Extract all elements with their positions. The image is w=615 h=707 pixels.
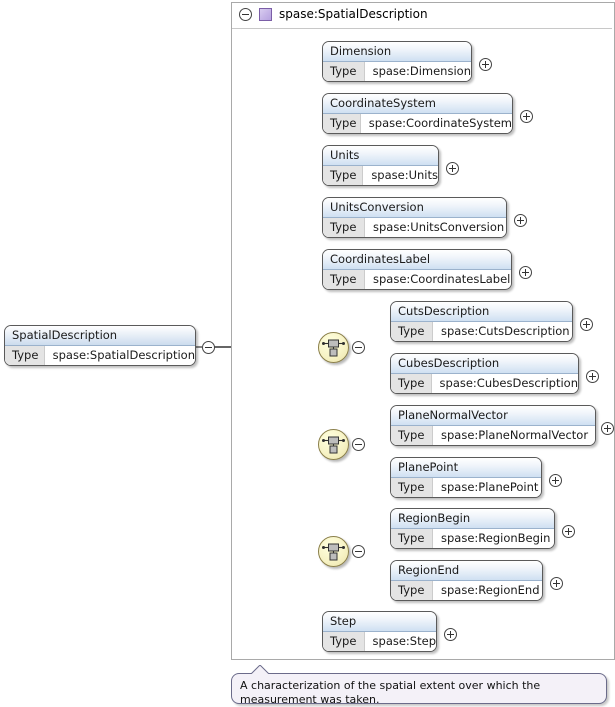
- element-type-row: Type spase:PlanePoint: [391, 478, 541, 497]
- element-type-value: spase:Step: [372, 634, 436, 648]
- callout-tail: [250, 665, 270, 675]
- element-type-value: spase:CubesDescription: [439, 376, 578, 390]
- element-type-row: Type spase:CoordinateSystem: [323, 114, 512, 133]
- element-box-planenormalvector[interactable]: PlaneNormalVector Type spase:PlaneNormal…: [390, 405, 596, 446]
- annotation-text: A characterization of the spatial extent…: [240, 679, 541, 706]
- container-title: spase:SpatialDescription: [279, 7, 428, 21]
- element-type-key: Type: [391, 426, 433, 445]
- toggle-plus-coordinateslabel[interactable]: [519, 266, 532, 279]
- toggle-plus-step[interactable]: [444, 628, 457, 641]
- element-name: Step: [323, 612, 436, 632]
- annotation-callout: A characterization of the spatial extent…: [231, 665, 607, 706]
- element-type-key: Type: [391, 374, 432, 393]
- element-box-dimension[interactable]: Dimension Type spase:Dimension: [322, 41, 472, 82]
- complex-type-square-icon: [259, 7, 272, 21]
- element-box-cutsdescription[interactable]: CutsDescription Type spase:CutsDescripti…: [390, 301, 573, 342]
- element-box-unitsconversion[interactable]: UnitsConversion Type spase:UnitsConversi…: [322, 197, 507, 238]
- element-box-regionend[interactable]: RegionEnd Type spase:RegionEnd: [390, 560, 543, 601]
- element-box-coordinateslabel[interactable]: CoordinatesLabel Type spase:CoordinatesL…: [322, 249, 512, 290]
- element-box-spatialdescription[interactable]: SpatialDescription Type spase:SpatialDes…: [4, 325, 196, 366]
- element-type-value: spase:PlaneNormalVector: [441, 428, 589, 442]
- element-name: CubesDescription: [391, 354, 578, 374]
- element-name: CutsDescription: [391, 302, 572, 322]
- compositor-choice-region[interactable]: [318, 536, 349, 567]
- toggle-minus-spatialdescription[interactable]: [202, 341, 215, 354]
- toggle-plus-dimension[interactable]: [479, 58, 492, 71]
- element-name: PlanePoint: [391, 458, 541, 478]
- toggle-plus-coordinatesystem[interactable]: [520, 110, 533, 123]
- element-name: UnitsConversion: [323, 198, 506, 218]
- element-type-key: Type: [323, 62, 365, 81]
- element-name: RegionEnd: [391, 561, 542, 581]
- toggle-minus-choice-plane[interactable]: [352, 438, 365, 451]
- compositor-choice-plane[interactable]: [318, 429, 349, 460]
- element-box-regionbegin[interactable]: RegionBegin Type spase:RegionBegin: [390, 508, 555, 549]
- element-box-units[interactable]: Units Type spase:Units: [322, 145, 439, 186]
- toggle-plus-units[interactable]: [446, 162, 459, 175]
- element-type-value: spase:CutsDescription: [441, 324, 570, 338]
- element-name: PlaneNormalVector: [391, 406, 595, 426]
- element-type-key: Type: [323, 114, 361, 133]
- element-name: CoordinatesLabel: [323, 250, 511, 270]
- toggle-plus-regionbegin[interactable]: [562, 525, 575, 538]
- element-type-row: Type spase:Units: [323, 166, 438, 185]
- element-type-row: Type spase:Dimension: [323, 62, 471, 81]
- compositor-choice-cuts[interactable]: [318, 332, 349, 363]
- element-type-value: spase:Units: [371, 168, 438, 182]
- element-type-row: Type spase:CoordinatesLabel: [323, 270, 511, 289]
- element-type-value: spase:SpatialDescription: [52, 348, 195, 362]
- element-type-row: Type spase:PlaneNormalVector: [391, 426, 595, 445]
- element-type-key: Type: [391, 581, 433, 600]
- element-type-row: Type spase:UnitsConversion: [323, 218, 506, 237]
- element-type-row: Type spase:CubesDescription: [391, 374, 578, 393]
- container-header-divider: [232, 28, 612, 29]
- element-box-coordinatesystem[interactable]: CoordinateSystem Type spase:CoordinateSy…: [322, 93, 513, 134]
- element-type-value: spase:PlanePoint: [441, 480, 539, 494]
- toggle-plus-unitsconversion[interactable]: [514, 214, 527, 227]
- toggle-minus-container[interactable]: [239, 7, 252, 21]
- element-type-key: Type: [323, 632, 365, 651]
- toggle-minus-choice-cuts[interactable]: [352, 341, 365, 354]
- element-type-key: Type: [323, 166, 364, 185]
- element-name: SpatialDescription: [5, 326, 195, 346]
- element-type-key: Type: [5, 346, 45, 365]
- toggle-plus-regionend[interactable]: [550, 577, 563, 590]
- element-box-step[interactable]: Step Type spase:Step: [322, 611, 437, 652]
- element-type-value: spase:Dimension: [372, 64, 471, 78]
- element-type-value: spase:RegionEnd: [441, 583, 540, 597]
- element-type-key: Type: [323, 218, 365, 237]
- element-type-row: Type spase:CutsDescription: [391, 322, 572, 341]
- element-type-value: spase:CoordinateSystem: [368, 116, 512, 130]
- element-type-row: Type spase:RegionBegin: [391, 529, 554, 548]
- element-type-key: Type: [391, 529, 433, 548]
- element-type-row: Type spase:Step: [323, 632, 436, 651]
- element-name: RegionBegin: [391, 509, 554, 529]
- element-type-value: spase:RegionBegin: [441, 531, 551, 545]
- toggle-plus-cutsdescription[interactable]: [580, 318, 593, 331]
- toggle-plus-planepoint[interactable]: [549, 474, 562, 487]
- element-type-row: Type spase:SpatialDescription: [5, 346, 195, 365]
- container-header: spase:SpatialDescription: [239, 7, 428, 21]
- element-type-row: Type spase:RegionEnd: [391, 581, 542, 600]
- element-box-planepoint[interactable]: PlanePoint Type spase:PlanePoint: [390, 457, 542, 498]
- element-name: Units: [323, 146, 438, 166]
- element-type-value: spase:CoordinatesLabel: [373, 272, 511, 286]
- element-name: CoordinateSystem: [323, 94, 512, 114]
- element-name: Dimension: [323, 42, 471, 62]
- toggle-plus-planenormalvector[interactable]: [601, 422, 614, 435]
- element-type-key: Type: [323, 270, 365, 289]
- element-type-value: spase:UnitsConversion: [373, 220, 505, 234]
- toggle-plus-cubesdescription[interactable]: [586, 370, 599, 383]
- element-box-cubesdescription[interactable]: CubesDescription Type spase:CubesDescrip…: [390, 353, 579, 394]
- element-type-key: Type: [391, 478, 433, 497]
- toggle-minus-choice-region[interactable]: [352, 545, 365, 558]
- element-type-key: Type: [391, 322, 433, 341]
